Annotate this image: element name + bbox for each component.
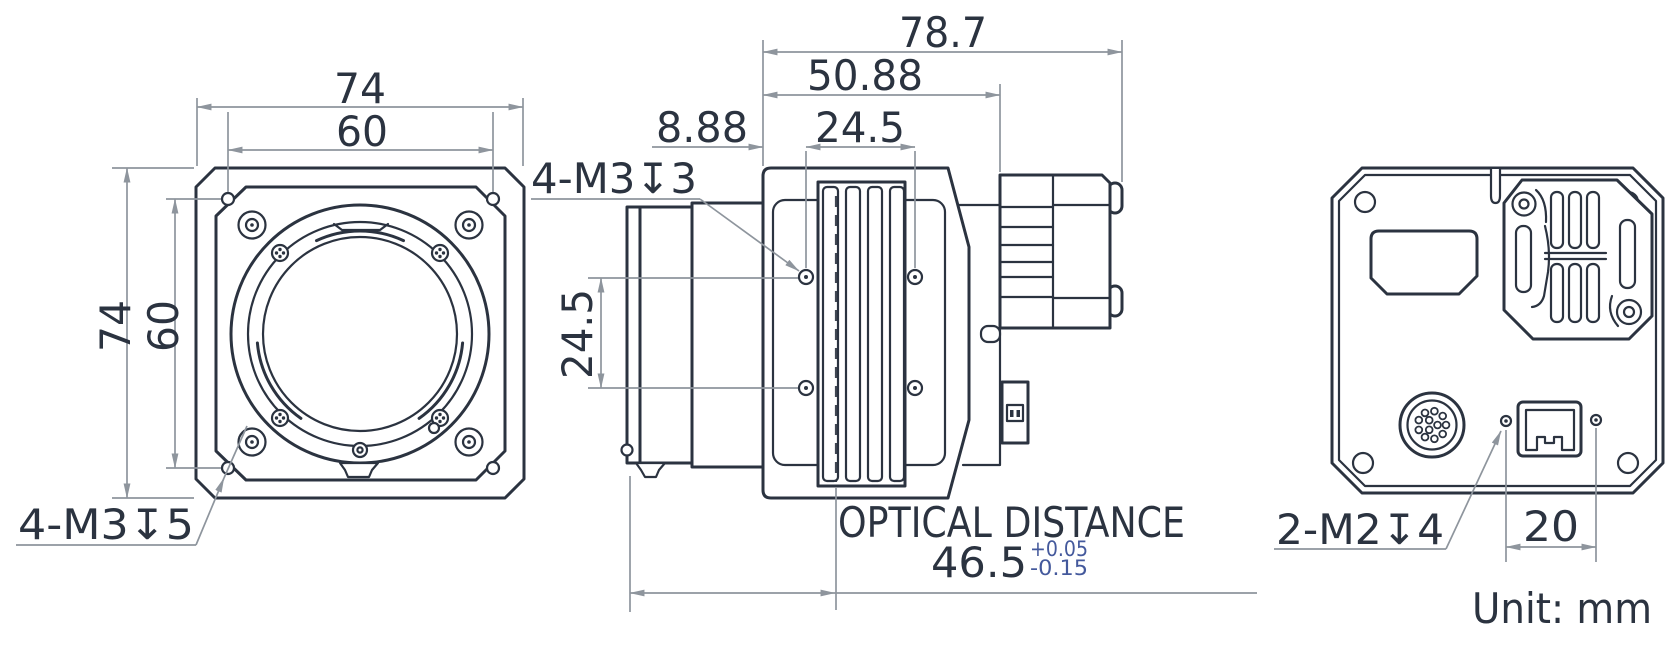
back-view: 20 2-M2↧4	[1274, 166, 1665, 562]
front-counterbore-screws	[237, 210, 484, 457]
side-io-connector	[1000, 380, 1030, 445]
bayonet-tab-left	[255, 341, 303, 420]
back-heatsink	[1502, 178, 1654, 341]
dim-side-overall-length: 78.7	[899, 8, 987, 57]
bottom-tab	[338, 461, 380, 479]
front-mounting-holes	[220, 191, 501, 476]
dim-front-height-inner: 60	[139, 300, 188, 352]
lens-front-ring	[625, 205, 642, 465]
front-view: 74 60 74 60 4-M3↧5	[16, 64, 526, 549]
side-thread-callout: 4-M3↧3	[531, 154, 697, 203]
dim-back-screw-spacing: 20	[1523, 502, 1579, 551]
optical-distance-tolerance-plus: +0.05	[1030, 537, 1088, 561]
flange-screws	[270, 243, 450, 428]
dim-side-hole-spacing-side: 24.5	[553, 289, 602, 379]
index-pin-hole	[427, 421, 441, 435]
dim-side-upper-length: 50.88	[807, 51, 923, 100]
bottom-pin-hole	[351, 441, 369, 459]
power-io-connector	[1398, 391, 1466, 459]
dim-front-width-outer: 74	[334, 64, 386, 113]
lens-ring-pin	[620, 443, 634, 457]
lens-barrel-foot	[634, 461, 667, 479]
unit-label: Unit: mm	[1472, 584, 1652, 633]
optical-distance-value: 46.5	[931, 538, 1027, 587]
front-view-dimensions	[16, 98, 524, 546]
bayonet-tab-right	[417, 341, 465, 420]
back-view-dimensions	[1274, 428, 1597, 562]
m2-screw-left	[1499, 414, 1513, 428]
dim-side-hole-spacing-top: 24.5	[815, 103, 905, 152]
side-mounting-holes	[797, 268, 924, 397]
side-mount-tab	[979, 324, 1002, 344]
dim-side-front-offset: 8.88	[656, 103, 748, 152]
heatsink-screw-top	[1511, 191, 1537, 217]
side-view-dimensions	[531, 40, 1257, 612]
front-thread-callout: 4-M3↧5	[18, 500, 194, 549]
top-edge-notch	[1489, 167, 1502, 205]
optical-distance-tolerance-minus: -0.15	[1030, 556, 1088, 580]
dim-front-width-inner: 60	[336, 107, 388, 156]
heatsink-screw-bottom	[1615, 298, 1643, 326]
heatsink-fins	[816, 180, 907, 488]
lens-mount-block	[690, 201, 765, 469]
dim-front-height-outer: 74	[91, 300, 140, 352]
side-view: 78.7 50.88 8.88 24.5 24.5 4-M3↧3 OPTICAL…	[531, 8, 1257, 612]
lens-opening	[261, 235, 459, 433]
rear-connector-block	[998, 173, 1124, 330]
bayonet-tab-top	[315, 229, 405, 243]
lens-barrel	[638, 205, 694, 465]
ethernet-port	[1516, 400, 1583, 458]
label-plate	[1369, 229, 1479, 296]
back-thread-callout: 2-M2↧4	[1276, 505, 1444, 554]
m2-screw-right	[1589, 413, 1603, 427]
optical-distance-label: OPTICAL DISTANCE	[838, 498, 1185, 547]
